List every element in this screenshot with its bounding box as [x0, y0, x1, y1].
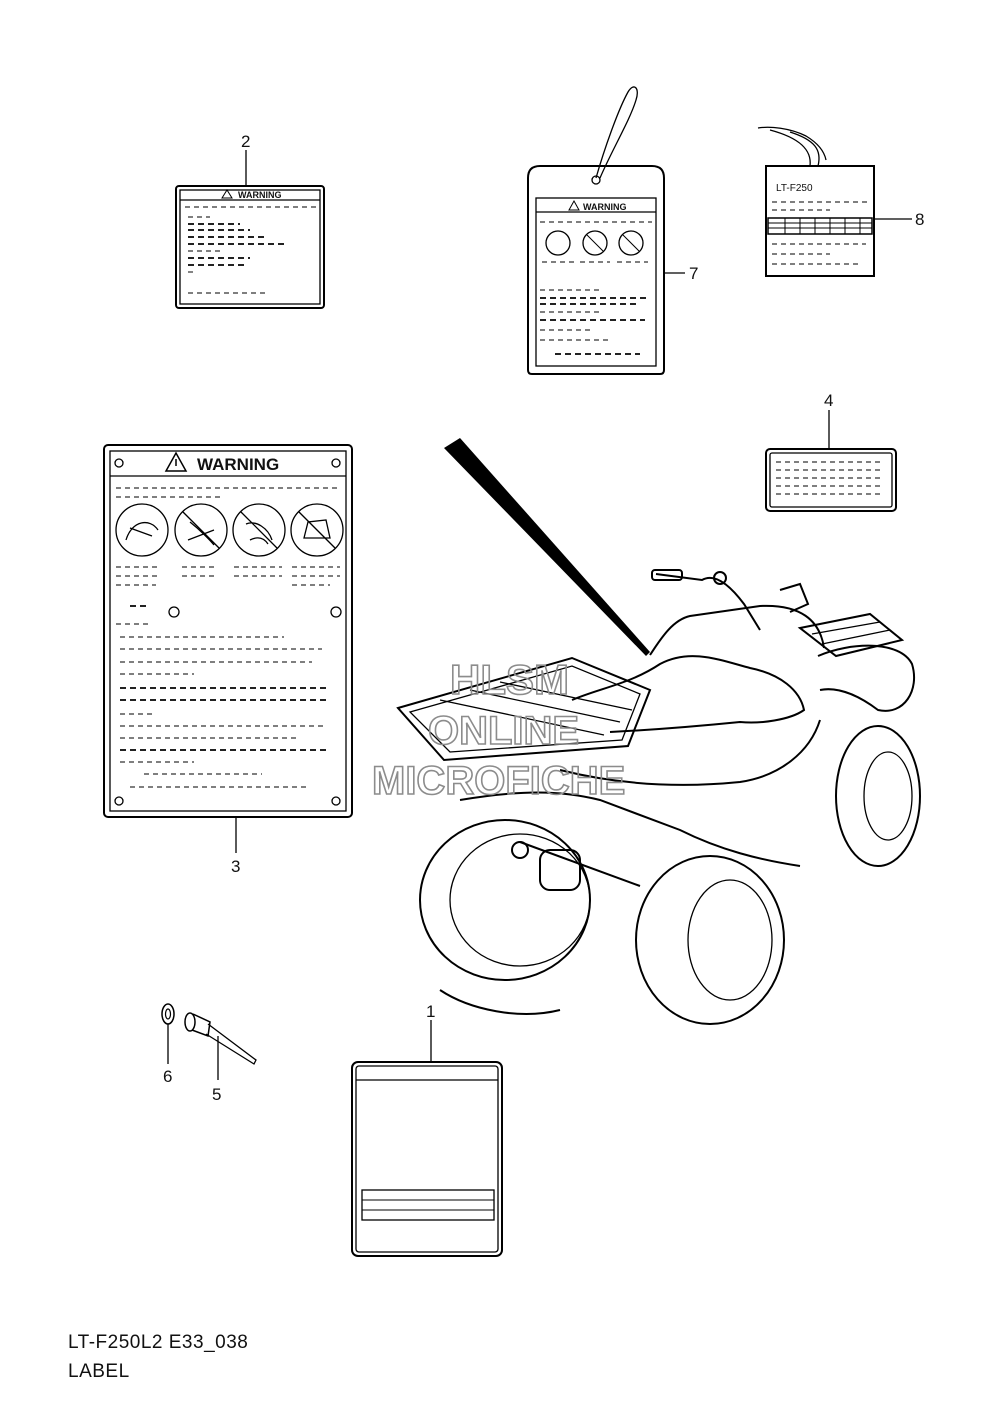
- callout-7: 7: [689, 264, 698, 283]
- callout-2: 2: [241, 132, 250, 151]
- part-5-rivet[interactable]: 5: [184, 1012, 257, 1104]
- watermark-line-1: HLSM: [450, 656, 569, 703]
- pointer-arrow: [444, 438, 650, 656]
- diagram-code: LT-F250L2 E33_038: [68, 1332, 249, 1353]
- warning-tag-text: WARNING: [583, 202, 627, 212]
- watermark-line-2: ONLINE: [428, 709, 579, 753]
- watermark-line-3: MICROFICHE: [372, 759, 625, 803]
- part-3-warning-label-large[interactable]: WARNING: [103, 444, 353, 876]
- part-4-label[interactable]: 4: [765, 391, 897, 512]
- callout-4: 4: [824, 391, 833, 410]
- part-6-washer[interactable]: 6: [161, 1003, 175, 1086]
- callout-8: 8: [915, 210, 924, 229]
- callout-1: 1: [426, 1002, 435, 1021]
- diagram-title: LABEL: [68, 1361, 130, 1382]
- atv-illustration: [396, 569, 921, 1025]
- part-2-warning-label[interactable]: WARNING 2: [175, 132, 325, 309]
- callout-3: 3: [231, 857, 240, 876]
- callout-5: 5: [212, 1085, 221, 1104]
- tag-model-text: LT-F250: [776, 183, 813, 194]
- callout-6: 6: [163, 1067, 172, 1086]
- watermark: HLSM ONLINE MICROFICHE: [371, 655, 626, 804]
- warning-small-text: WARNING: [238, 190, 282, 200]
- part-1-label[interactable]: 1: [351, 1002, 503, 1257]
- warning-large-text: WARNING: [197, 455, 279, 474]
- part-8-model-tag[interactable]: LT-F250 8: [757, 126, 924, 277]
- part-7-warning-hang-tag[interactable]: WARNING 7: [527, 86, 698, 375]
